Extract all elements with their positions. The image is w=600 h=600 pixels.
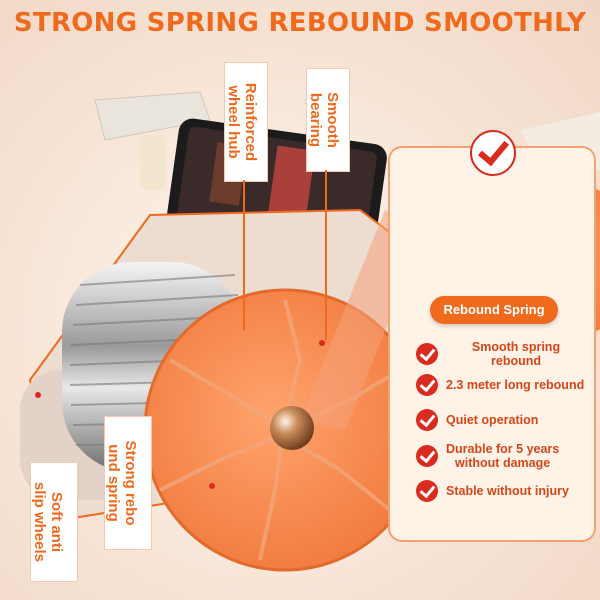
callout-soft-anti-slip-wheels: Soft anti slip wheels	[30, 462, 78, 582]
callout-strong-rebound-spring: Strong rebo und spring	[104, 416, 152, 550]
feature-text: Smooth spring rebound	[471, 340, 561, 368]
feature-item: Quiet operation	[416, 409, 586, 431]
check-icon	[416, 445, 438, 467]
callout-reinforced-pointer	[243, 180, 245, 330]
feature-text: Quiet operation	[446, 413, 539, 427]
feature-item: 2.3 meter long rebound	[416, 374, 586, 396]
headline: STRONG SPRING REBOUND SMOOTHLY	[13, 8, 587, 38]
feature-text: 2.3 meter long rebound	[446, 378, 585, 392]
feature-item: Smooth spring rebound	[416, 340, 586, 368]
handle-grip	[94, 91, 211, 141]
feature-text: Durable for 5 years without damage	[446, 442, 560, 470]
feature-item: Durable for 5 years without damage	[416, 442, 586, 470]
panel-title: Rebound Spring	[430, 296, 558, 324]
check-icon	[416, 409, 438, 431]
callout-reinforced-wheel-hub: Reinforced wheel hub	[224, 62, 268, 182]
feature-text: Stable without injury	[446, 484, 569, 498]
handle-post	[140, 135, 166, 190]
callout-bearing-pointer	[325, 170, 327, 340]
callout-wheels-text: Soft anti slip wheels	[31, 481, 65, 563]
callout-rebound-text: Strong rebo und spring	[105, 440, 139, 526]
large-check-icon	[470, 130, 516, 176]
check-icon	[416, 374, 438, 396]
check-icon	[416, 480, 438, 502]
callout-smooth-bearing: Smooth bearing	[306, 68, 350, 172]
check-icon	[416, 343, 438, 365]
feature-item: Stable without injury	[416, 480, 586, 502]
hub-bearing	[270, 406, 314, 450]
callout-reinforced-text: Reinforced wheel hub	[225, 82, 259, 162]
callout-bearing-text: Smooth bearing	[307, 92, 341, 148]
